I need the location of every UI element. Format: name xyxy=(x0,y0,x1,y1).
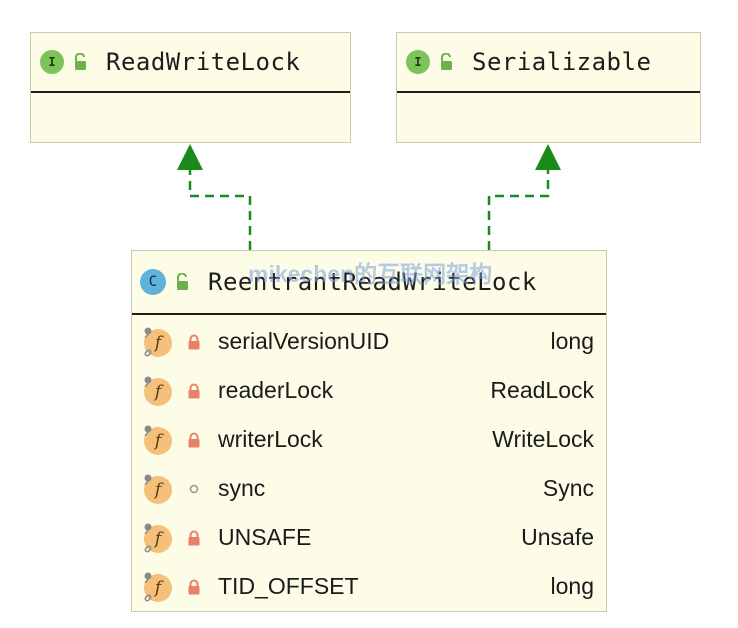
padlock-icon xyxy=(187,579,201,595)
dashed-connector xyxy=(188,170,252,250)
hollow-circle-icon xyxy=(187,481,201,497)
field-f-icon: f xyxy=(144,425,174,455)
field-f-icon: f xyxy=(144,523,174,553)
compartment-divider xyxy=(31,91,350,93)
class-box-reentrantreadwritelock[interactable]: C ReentrantReadWriteLock f serialVersion… xyxy=(131,250,607,612)
chain-link-icon xyxy=(144,349,152,356)
field-type: Sync xyxy=(542,475,594,501)
pin-icon xyxy=(144,523,152,534)
interface-badge-icon: I xyxy=(406,50,430,74)
interface-name: Serializable xyxy=(472,48,652,76)
interface-box-readwritelock[interactable]: I ReadWriteLock xyxy=(30,32,351,143)
compartment-divider xyxy=(397,91,700,93)
field-row[interactable]: f UNSAFE Unsafe xyxy=(132,513,606,562)
padlock-icon xyxy=(187,334,201,350)
unlocked-padlock-icon xyxy=(177,273,188,290)
field-type: Unsafe xyxy=(521,524,594,550)
dashed-connector xyxy=(487,170,550,250)
compartment-divider xyxy=(132,313,606,315)
implements-readwritelock-relation xyxy=(177,144,252,250)
padlock-icon xyxy=(187,432,201,448)
padlock-icon xyxy=(187,383,201,399)
field-f-icon: f xyxy=(144,376,174,406)
field-row[interactable]: f sync Sync xyxy=(132,464,606,513)
interface-badge-icon: I xyxy=(40,50,64,74)
pin-icon xyxy=(144,376,152,387)
realization-arrowhead xyxy=(535,144,561,170)
class-badge-icon: C xyxy=(140,269,166,295)
pin-icon xyxy=(144,572,152,583)
field-name: sync xyxy=(218,475,266,501)
unlocked-padlock-icon xyxy=(75,53,86,70)
field-row[interactable]: f readerLock ReadLock xyxy=(132,366,606,415)
field-row[interactable]: f TID_OFFSET long xyxy=(132,562,606,611)
pin-icon xyxy=(144,327,152,338)
field-type: WriteLock xyxy=(492,426,594,452)
pin-icon xyxy=(144,474,152,485)
pin-icon xyxy=(144,425,152,436)
padlock-icon xyxy=(187,530,201,546)
field-row[interactable]: f writerLock WriteLock xyxy=(132,415,606,464)
field-name: serialVersionUID xyxy=(218,328,390,354)
interface-box-serializable[interactable]: I Serializable xyxy=(396,32,701,143)
chain-link-icon xyxy=(144,545,152,552)
field-type: ReadLock xyxy=(490,377,594,403)
field-f-icon: f xyxy=(144,327,174,357)
class-name: ReentrantReadWriteLock xyxy=(208,268,537,296)
realization-arrowhead xyxy=(177,144,203,170)
unlocked-padlock-icon xyxy=(441,53,452,70)
field-name: readerLock xyxy=(218,377,334,403)
field-name: UNSAFE xyxy=(218,524,312,550)
field-name: writerLock xyxy=(218,426,323,452)
interface-name: ReadWriteLock xyxy=(106,48,301,76)
field-type: long xyxy=(550,328,594,354)
implements-serializable-relation xyxy=(487,144,561,250)
field-f-icon: f xyxy=(144,474,174,504)
field-f-icon: f xyxy=(144,572,174,602)
field-name: TID_OFFSET xyxy=(218,573,359,599)
field-type: long xyxy=(550,573,594,599)
chain-link-icon xyxy=(144,594,152,601)
field-row[interactable]: f serialVersionUID long xyxy=(132,317,606,366)
